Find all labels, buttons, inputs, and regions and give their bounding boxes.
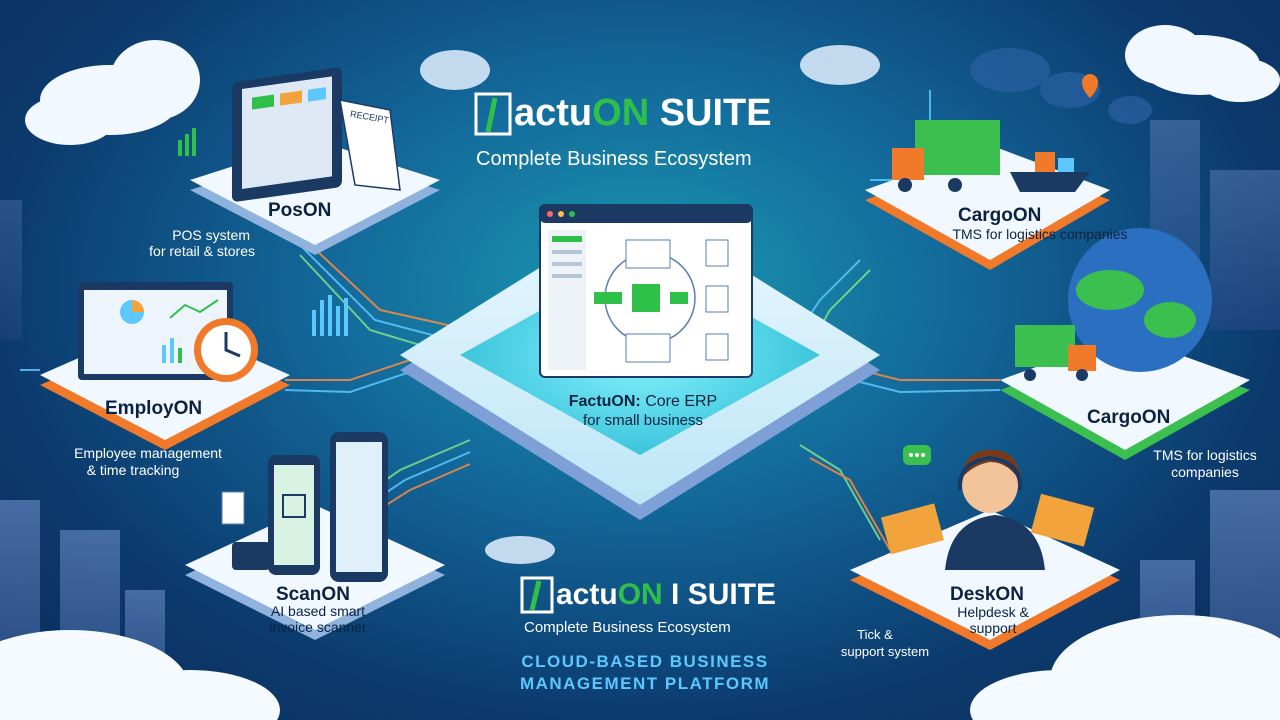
platform-employon bbox=[40, 282, 290, 450]
deskon-desc-line2: support bbox=[969, 620, 1017, 636]
factuon-logo-mark-top bbox=[474, 92, 512, 136]
center-window bbox=[539, 204, 753, 378]
cloud-top-right bbox=[1125, 25, 1280, 102]
bar-decoration-left bbox=[178, 128, 196, 156]
cargoon-top-label: CargoON bbox=[958, 205, 1042, 226]
map-pin-icon bbox=[1082, 74, 1098, 98]
center-module-desc-line1: Core ERP bbox=[645, 393, 718, 410]
center-module-desc-line2: for small business bbox=[582, 412, 704, 429]
center-module-name: FactuON: bbox=[568, 393, 641, 410]
brand-title-bottom: actuON I SUITE bbox=[556, 578, 776, 612]
bar-decoration-mid bbox=[312, 295, 348, 336]
cargoon-mid-desc-line2: companies bbox=[1171, 464, 1239, 480]
world-map-top bbox=[970, 48, 1152, 124]
poson-label: PosON bbox=[268, 200, 332, 221]
scanon-desc-line1: AI based smart bbox=[270, 603, 366, 619]
employon-label: EmployON bbox=[105, 398, 203, 419]
deskon-label: DeskON bbox=[950, 584, 1024, 605]
scanon-label: ScanON bbox=[276, 584, 350, 605]
brand-on: ON bbox=[592, 92, 650, 134]
center-module-label: FactuON: Core ERP bbox=[548, 393, 738, 411]
cargoon-mid-label: CargoON bbox=[1087, 407, 1171, 428]
platform-cargoon-mid bbox=[1000, 228, 1250, 460]
cloud-top-left bbox=[25, 40, 200, 145]
brand-subtitle-top: Complete Business Ecosystem bbox=[476, 148, 752, 170]
chat-bubble-icon bbox=[903, 445, 931, 465]
footer-brand-suffix: I SUITE bbox=[671, 578, 777, 611]
employon-desc-line1: Employee management bbox=[74, 445, 222, 461]
platform-deskon bbox=[850, 449, 1120, 650]
cloud-bottom-left bbox=[0, 630, 280, 720]
poson-desc-line2: for retail & stores bbox=[149, 243, 255, 259]
employon-desc-line2: & time tracking bbox=[86, 462, 180, 478]
poson-desc-line1: POS system bbox=[172, 227, 250, 243]
brand-prefix: actu bbox=[514, 92, 593, 134]
tagline-line1: CLOUD-BASED BUSINESS bbox=[521, 652, 769, 671]
factuon-logo-mark-bottom bbox=[520, 576, 554, 614]
brand-title-top: actuON SUITE bbox=[514, 92, 772, 135]
platform-scanon bbox=[185, 432, 445, 640]
brand-subtitle-bottom: Complete Business Ecosystem bbox=[524, 619, 731, 636]
footer-brand-prefix: actu bbox=[556, 578, 618, 611]
cargoon-top-desc: TMS for logistics companies bbox=[952, 226, 1128, 242]
cargoon-mid-desc-line1: TMS for logistics bbox=[1153, 447, 1257, 463]
scanon-desc-line2: invoice scanner bbox=[269, 619, 367, 635]
footer-brand-on: ON bbox=[617, 578, 663, 611]
tagline-line2: MANAGEMENT PLATFORM bbox=[519, 674, 771, 693]
deskon-extra-line2: support system bbox=[840, 644, 930, 659]
cloud-small bbox=[420, 45, 880, 564]
platform-poson bbox=[190, 67, 440, 255]
brand-suffix: SUITE bbox=[659, 92, 772, 134]
platform-cargoon-top bbox=[865, 120, 1110, 270]
cloud-bottom-right bbox=[970, 615, 1280, 720]
deskon-desc-line1: Helpdesk & bbox=[957, 604, 1029, 620]
deskon-extra-line1: Tick & bbox=[857, 627, 893, 642]
